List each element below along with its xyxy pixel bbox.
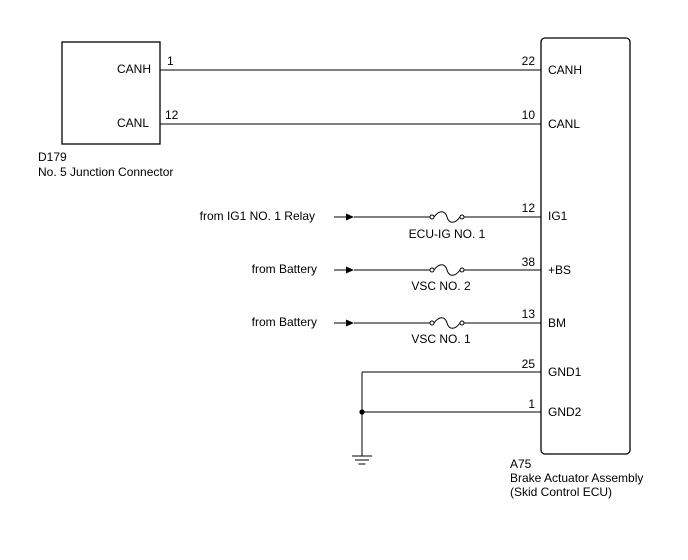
ig1-fuse-terminal-right — [459, 214, 465, 220]
bm-fuse-terminal-right — [459, 320, 465, 326]
junction-pin-number-canh: 1 — [167, 54, 174, 68]
ig1-fuse-label: ECU-IG NO. 1 — [409, 227, 486, 241]
ground-wiring: 25 1 — [352, 357, 541, 465]
bs-source-label: from Battery — [252, 262, 317, 276]
fuse-icon — [433, 211, 461, 223]
actuator-id: A75 — [510, 457, 532, 471]
actuator-pin-number-gnd1: 25 — [522, 357, 536, 371]
bm-fuse-terminal-left — [429, 320, 435, 326]
fuse-icon — [433, 264, 461, 276]
junction-connector-box — [61, 41, 161, 145]
actuator-pin-label-canh: CANH — [548, 63, 582, 77]
actuator-pin-label-ig1: IG1 — [548, 209, 568, 223]
junction-pin-label-canl: CANL — [117, 116, 149, 130]
ground-junction-dot — [359, 409, 365, 415]
actuator-pin-number-canh: 22 — [522, 54, 536, 68]
actuator-pin-number-canl: 10 — [522, 108, 536, 122]
bs-arrow-icon — [346, 266, 354, 274]
junction-connector: CANH CANL D179 No. 5 Junction Connector — [38, 41, 173, 179]
bs-fuse-terminal-right — [459, 267, 465, 273]
bs-feed: from Battery VSC NO. 2 38 — [252, 255, 541, 293]
junction-pin-label-canh: CANH — [117, 62, 151, 76]
actuator-pin-number-bm: 13 — [522, 307, 536, 321]
can-wires: 1 12 22 10 — [160, 54, 541, 125]
bm-feed: from Battery VSC NO. 1 13 — [252, 307, 541, 346]
actuator-pin-label-bs: +BS — [548, 263, 571, 277]
junction-connector-name: No. 5 Junction Connector — [38, 165, 173, 179]
ground-icon — [352, 455, 372, 465]
bm-fuse-label: VSC NO. 1 — [411, 332, 471, 346]
actuator-pin-number-gnd2: 1 — [528, 397, 535, 411]
fuse-icon — [433, 317, 461, 329]
actuator-box — [540, 37, 631, 455]
actuator-pin-label-bm: BM — [548, 316, 566, 330]
actuator-pin-number-ig1: 12 — [522, 201, 536, 215]
ig1-source-label: from IG1 NO. 1 Relay — [200, 209, 315, 223]
actuator-pin-label-canl: CANL — [548, 117, 580, 131]
bm-arrow-icon — [346, 319, 354, 327]
bs-fuse-label: VSC NO. 2 — [411, 279, 471, 293]
actuator-name: Brake Actuator Assembly — [510, 471, 643, 485]
junction-pin-number-canl: 12 — [165, 108, 179, 122]
bs-fuse-terminal-left — [429, 267, 435, 273]
ig1-fuse-terminal-left — [429, 214, 435, 220]
actuator-pin-label-gnd1: GND1 — [548, 365, 582, 379]
junction-connector-id: D179 — [38, 150, 67, 164]
actuator-pin-number-bs: 38 — [522, 255, 536, 269]
actuator-subname: (Skid Control ECU) — [510, 485, 612, 499]
ig1-feed: from IG1 NO. 1 Relay ECU-IG NO. 1 12 — [200, 201, 541, 241]
bm-source-label: from Battery — [252, 315, 317, 329]
ig1-arrow-icon — [346, 213, 354, 221]
actuator: CANH CANL IG1 +BS BM GND1 GND2 A75 Brake… — [510, 37, 643, 499]
actuator-pin-label-gnd2: GND2 — [548, 405, 582, 419]
